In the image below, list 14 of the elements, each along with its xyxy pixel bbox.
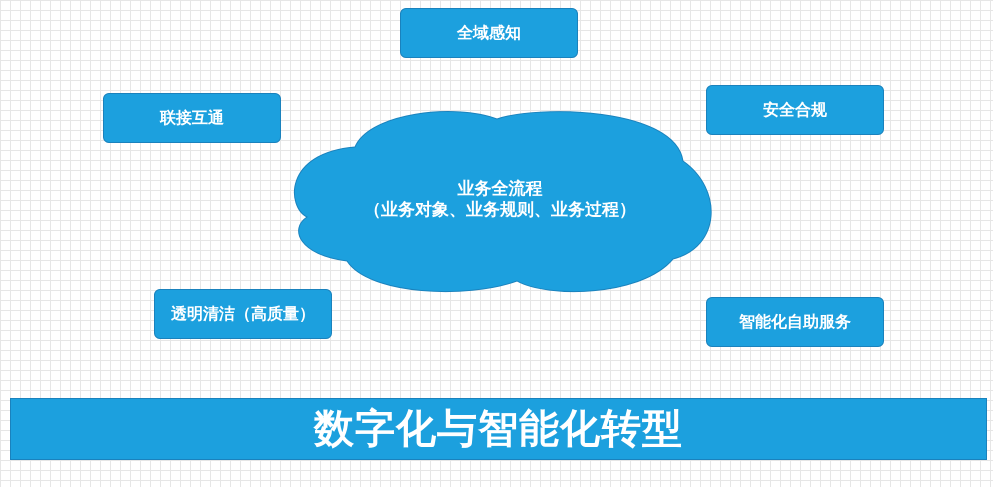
node-label: 联接互通 xyxy=(160,108,224,128)
rounded-box xyxy=(154,289,332,339)
node-label: 全域感知 xyxy=(457,23,521,43)
rounded-box xyxy=(706,297,884,347)
banner-text: 数字化与智能化转型 xyxy=(314,405,683,454)
node-label: 智能化自助服务 xyxy=(739,312,851,332)
rounded-box xyxy=(400,8,578,58)
rounded-box xyxy=(706,85,884,135)
rounded-box xyxy=(103,93,281,143)
cloud-title: 业务全流程 xyxy=(458,178,542,200)
title-banner xyxy=(10,398,987,460)
node-label: 安全合规 xyxy=(763,100,827,120)
cloud-text: （业务对象、业务规则、业务过程） xyxy=(364,200,636,222)
node-label: 透明清洁（高质量） xyxy=(171,304,315,324)
